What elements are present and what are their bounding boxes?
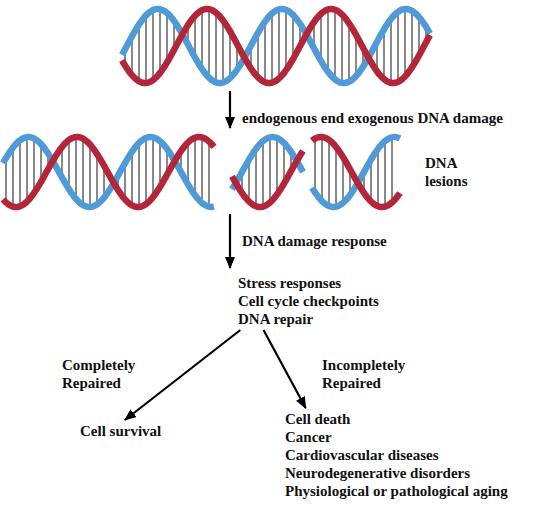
item-text: Cell death	[285, 410, 508, 428]
base-pair	[377, 149, 378, 206]
lesion-label: DNA lesions	[425, 154, 495, 190]
base-pair	[348, 23, 349, 82]
item-text: Cancer	[285, 428, 508, 446]
damage-arrow	[229, 91, 231, 128]
base-pair	[328, 140, 329, 206]
base-pair	[145, 15, 146, 83]
base-pair	[208, 9, 209, 77]
base-pair	[152, 137, 153, 197]
base-pair	[194, 138, 195, 195]
base-pair	[166, 13, 167, 62]
outcome-list: Cell deathCancerCardiovascular diseasesN…	[283, 408, 510, 502]
base-pair	[138, 25, 139, 82]
blue-strand	[312, 137, 400, 207]
base-pair	[5, 158, 6, 202]
base-pair	[341, 14, 342, 82]
edge-label: Incompletely Repaired	[322, 356, 427, 392]
edge-label: Completely Repaired	[62, 356, 154, 392]
base-pair	[262, 141, 263, 206]
base-pair	[384, 141, 385, 206]
base-pair	[404, 9, 405, 76]
base-pair	[271, 13, 272, 82]
item-text: Cardiovascular diseases	[285, 446, 508, 464]
base-pair	[255, 149, 256, 206]
base-pair	[19, 140, 20, 206]
base-pair	[411, 11, 412, 67]
base-pair	[82, 139, 83, 205]
blue-strand	[3, 137, 214, 207]
base-pair	[264, 22, 265, 83]
outcome-text: Cell survival	[78, 420, 163, 442]
base-pair	[215, 13, 216, 83]
base-pair	[321, 137, 322, 201]
base-pair	[335, 147, 336, 207]
red-strand	[312, 137, 400, 207]
base-pair	[68, 140, 69, 189]
outcome-arrow	[264, 330, 306, 408]
base-pair	[334, 10, 335, 80]
base-pair	[397, 12, 398, 82]
item-text: Physiological or pathological aging	[285, 482, 508, 500]
item-text: Stress responses	[238, 274, 379, 292]
response-list: Stress responsesCell cycle checkpointsDN…	[236, 272, 381, 330]
base-pair	[285, 10, 286, 70]
base-pair	[96, 154, 97, 204]
red-strand	[122, 9, 430, 83]
base-pair	[314, 139, 315, 193]
base-pair	[33, 138, 34, 193]
base-pair	[208, 142, 209, 207]
red-strand	[232, 151, 303, 207]
base-pair	[383, 29, 384, 79]
base-pair	[159, 9, 160, 73]
base-pair	[201, 137, 202, 202]
dna-helix	[122, 9, 430, 83]
damage-label: endogenous end exogenous DNA damage	[242, 109, 503, 127]
blue-strand	[122, 9, 430, 83]
base-pair	[391, 137, 392, 202]
base-pair	[222, 20, 223, 82]
base-pair	[276, 138, 277, 195]
base-pair	[269, 137, 270, 202]
base-pair	[26, 137, 27, 201]
item-text: Cell cycle checkpoints	[238, 292, 379, 310]
base-pair	[138, 143, 139, 207]
response-label: DNA damage response	[242, 232, 387, 250]
base-pair	[131, 152, 132, 206]
broken-dna-helix	[3, 137, 400, 207]
base-pair	[12, 148, 13, 207]
base-pair	[145, 138, 146, 204]
red-strand	[3, 137, 214, 207]
base-pair	[390, 19, 391, 83]
base-pair	[89, 145, 90, 207]
response-arrow	[229, 214, 231, 268]
base-pair	[152, 10, 153, 80]
item-text: Cell survival	[80, 422, 161, 440]
item-text: Neurodegenerative disorders	[285, 464, 508, 482]
outcome-arrow	[125, 330, 240, 420]
base-pair	[327, 9, 328, 71]
base-pair	[201, 10, 202, 69]
base-pair	[75, 137, 76, 199]
item-text: DNA repair	[238, 310, 379, 328]
base-pair	[278, 9, 279, 78]
